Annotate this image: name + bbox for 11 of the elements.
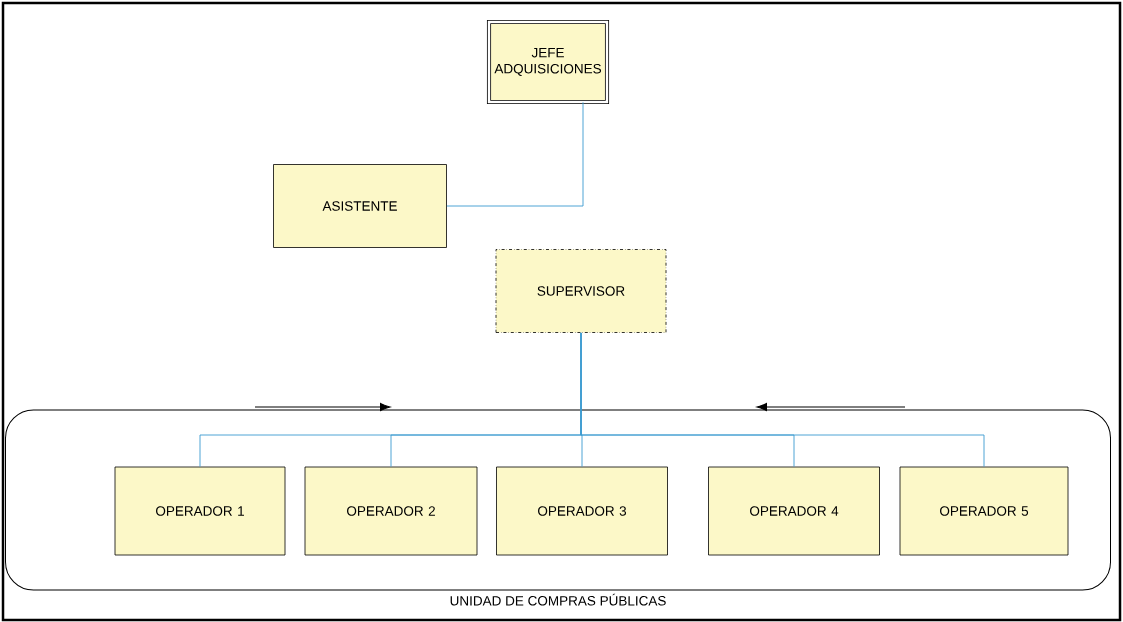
role-box: OPERADOR 5 xyxy=(899,466,1069,556)
role-box: OPERADOR 3 xyxy=(496,466,668,556)
node-label: UNIDAD DE COMPRAS PÚBLICAS xyxy=(450,593,666,606)
role-box: OPERADOR 4 xyxy=(708,466,880,556)
role-box: JEFE ADQUISICIONES xyxy=(486,19,610,105)
connector-line xyxy=(580,332,985,468)
role-box: OPERADOR 2 xyxy=(304,466,478,556)
role-box: OPERADOR 1 xyxy=(114,466,286,556)
role-box: ASISTENTE xyxy=(273,164,447,248)
role-box: SUPERVISOR xyxy=(495,249,667,333)
connector-line xyxy=(446,101,584,207)
